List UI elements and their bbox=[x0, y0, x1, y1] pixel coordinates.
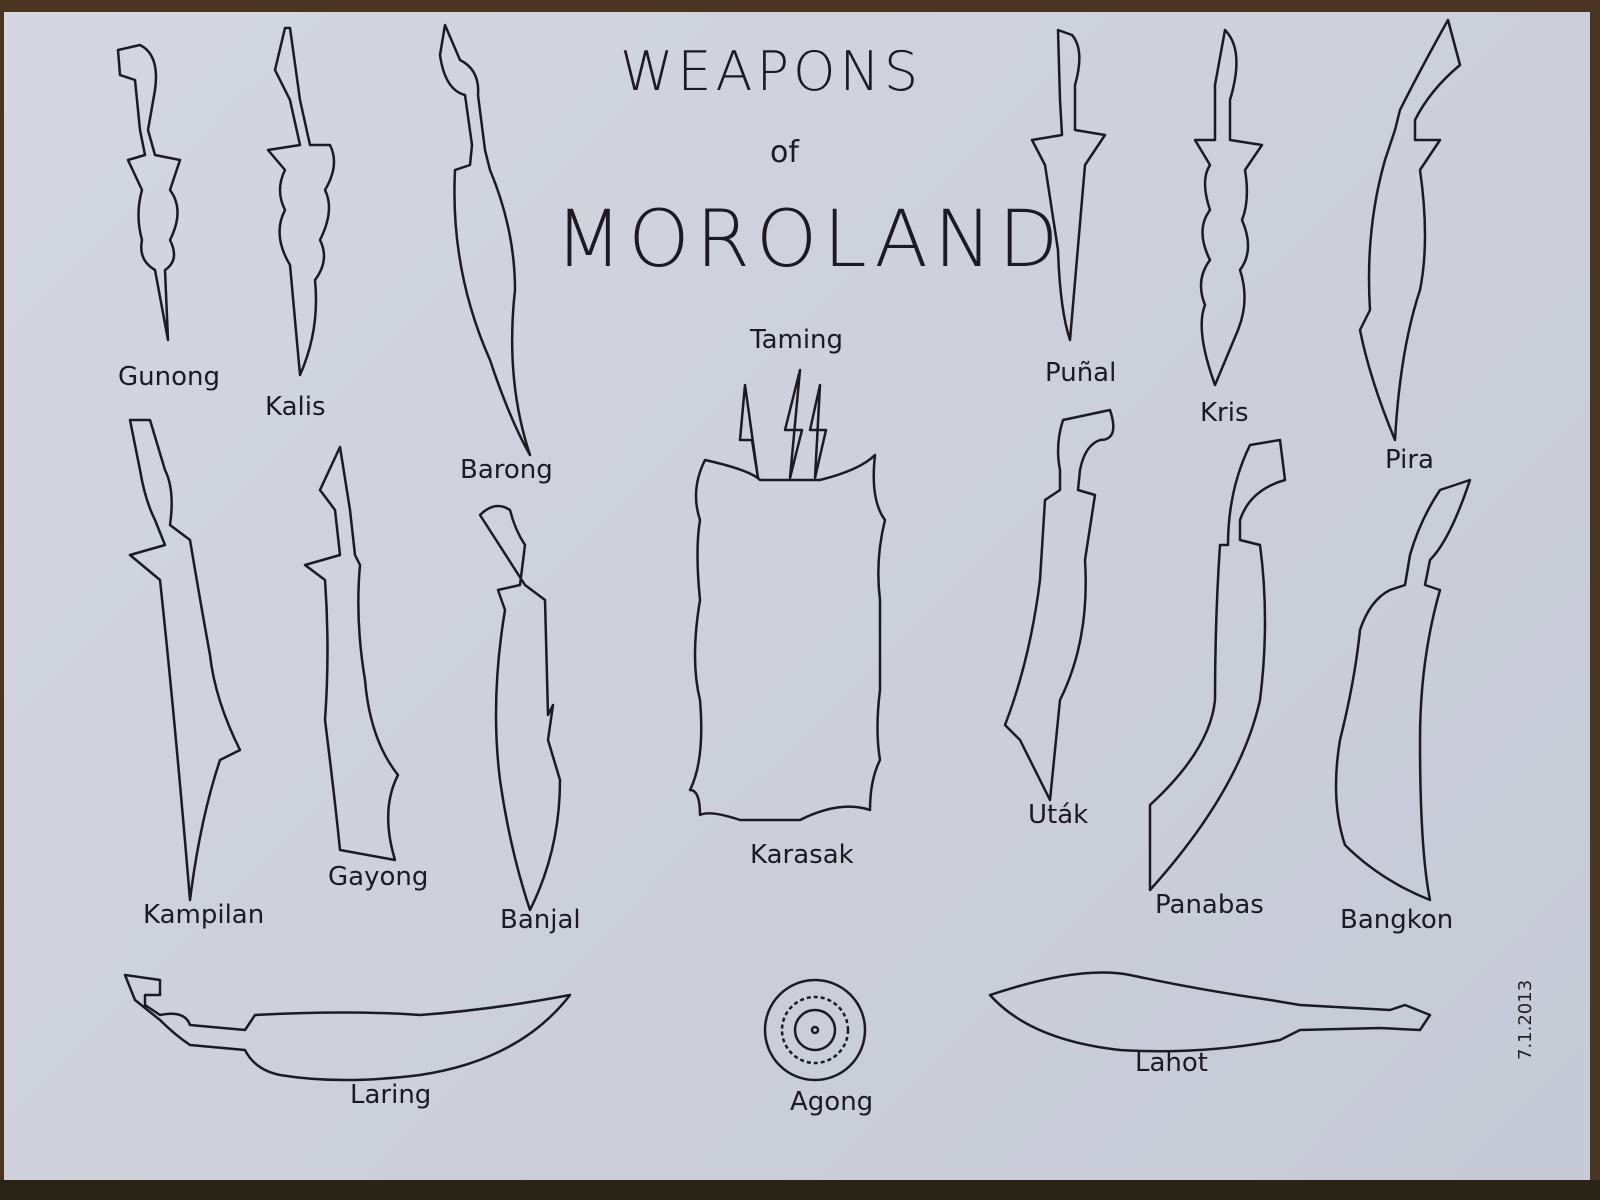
label-barong: Barong bbox=[460, 455, 553, 485]
label-bangkon: Bangkon bbox=[1340, 905, 1454, 935]
punal-drawing bbox=[1030, 28, 1107, 342]
taming-spears-drawing bbox=[738, 368, 828, 480]
paper-sheet bbox=[4, 12, 1590, 1180]
label-pira: Pira bbox=[1385, 445, 1434, 475]
label-kampilan: Kampilan bbox=[143, 900, 265, 930]
kris-drawing bbox=[1193, 28, 1264, 387]
bangkon-drawing bbox=[1334, 478, 1472, 902]
label-kris: Kris bbox=[1200, 398, 1249, 428]
label-kalis: Kalis bbox=[265, 392, 326, 422]
label-punal: Puñal bbox=[1045, 358, 1117, 388]
kalis-drawing bbox=[266, 26, 336, 377]
utak-drawing bbox=[1003, 408, 1115, 802]
label-karasak: Karasak bbox=[750, 840, 854, 870]
lahot-drawing bbox=[988, 971, 1432, 1053]
background-surface bbox=[0, 1180, 1600, 1200]
label-gunong: Gunong bbox=[118, 362, 220, 392]
laring-drawing bbox=[123, 973, 572, 1082]
label-laring: Laring bbox=[350, 1080, 432, 1110]
label-lahot: Lahot bbox=[1135, 1048, 1208, 1078]
label-gayong: Gayong bbox=[328, 862, 429, 892]
gayong-drawing bbox=[303, 445, 400, 862]
title-line-3: MOROLAND bbox=[555, 195, 1065, 285]
label-agong: Agong bbox=[790, 1087, 874, 1117]
kampilan-drawing bbox=[128, 418, 242, 902]
agong-drawing bbox=[763, 978, 867, 1082]
signature-date: 7.1.2013 bbox=[1515, 979, 1536, 1060]
karasak-shield-drawing bbox=[688, 453, 887, 822]
barong-drawing bbox=[438, 23, 532, 457]
title-line-2: of bbox=[770, 135, 799, 170]
gunong-drawing bbox=[116, 43, 182, 342]
label-panabas: Panabas bbox=[1155, 890, 1264, 920]
panabas-drawing bbox=[1148, 438, 1287, 892]
label-banjal: Banjal bbox=[500, 905, 581, 935]
banjal-drawing bbox=[478, 504, 562, 912]
label-utak: Uták bbox=[1028, 800, 1089, 830]
title-line-1: WEAPONS bbox=[620, 40, 923, 103]
pira-drawing bbox=[1358, 18, 1462, 442]
label-taming: Taming bbox=[750, 325, 844, 355]
